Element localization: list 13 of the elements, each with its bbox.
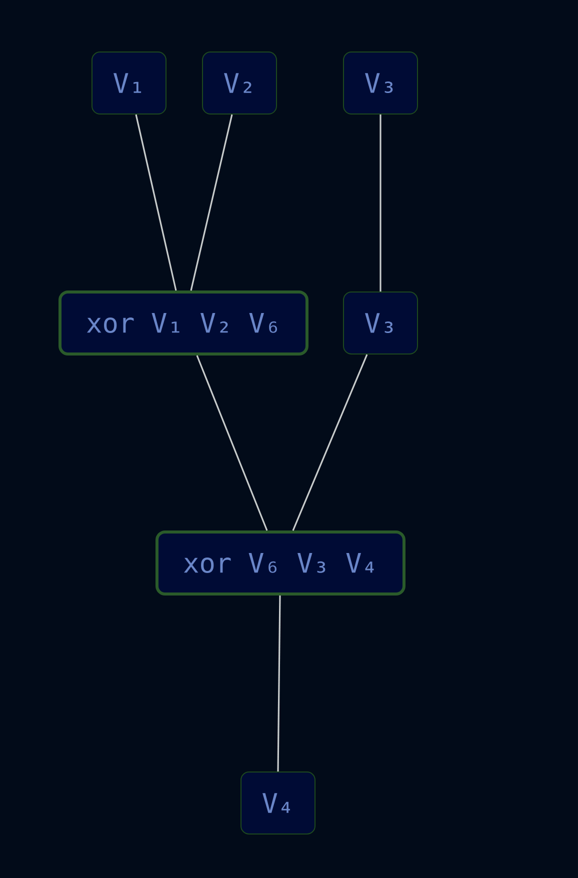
connector-line — [277, 596, 281, 772]
variable-box: V₃ — [343, 52, 418, 114]
connector-line — [292, 354, 368, 531]
variable-box: V₂ — [202, 52, 277, 114]
variable-box: V₁ — [92, 52, 166, 114]
connector-line — [190, 114, 233, 291]
connector-line — [380, 114, 382, 292]
connector-line — [196, 355, 268, 531]
xor-box: xor V₁ V₂ V₆ — [58, 290, 308, 356]
variable-box: V₃ — [343, 292, 418, 354]
xor-box: xor V₆ V₃ V₄ — [156, 530, 406, 596]
variable-box: V₄ — [240, 772, 316, 834]
connector-line — [135, 114, 177, 291]
